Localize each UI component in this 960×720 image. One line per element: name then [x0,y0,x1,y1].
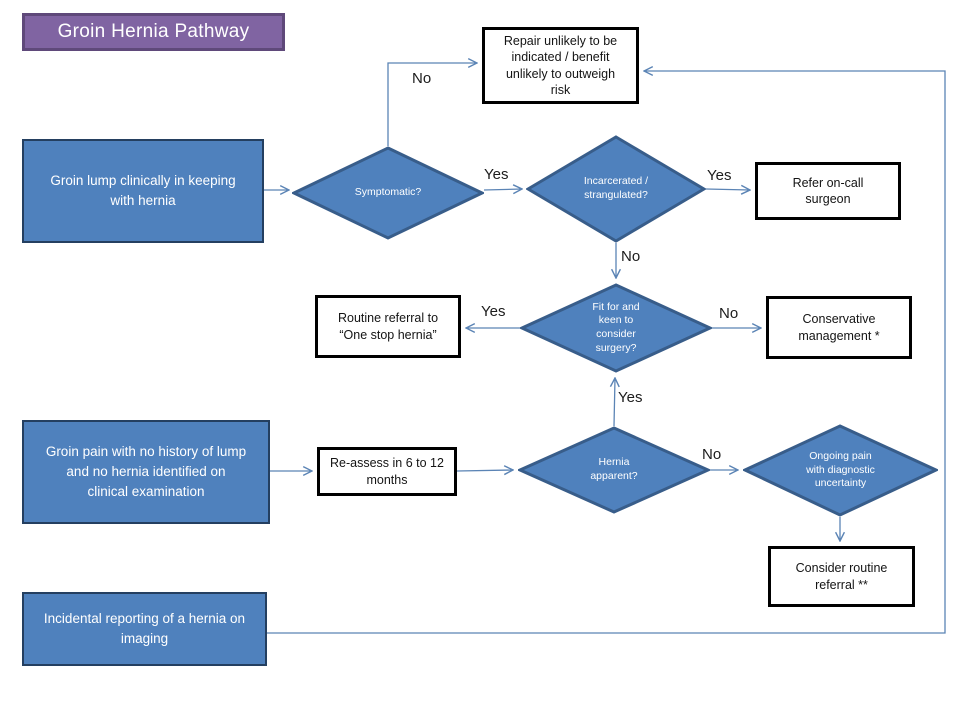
edge-label-incarcerated-yes: Yes [707,167,732,184]
decision-ongoing-pain: Ongoing pain with diagnostic uncertainty [743,424,938,517]
decision-incarcerated: Incarcerated / strangulated? [526,135,706,243]
edge-label-symptomatic-yes: Yes [484,166,509,183]
edge-label-fit-yes: Yes [481,303,506,320]
node-repair-unlikely-label: Repair unlikely to be indicated / benefi… [503,33,618,98]
edge-hernia-yes-to-fit [614,378,615,427]
edge-symptomatic-no-to-repair [387,63,477,146]
node-incidental-imaging: Incidental reporting of a hernia on imag… [22,592,267,666]
decision-ongoing-pain-label: Ongoing pain with diagnostic uncertainty [806,450,875,490]
node-incidental-imaging-label: Incidental reporting of a hernia on imag… [43,610,246,646]
node-groin-lump: Groin lump clinically in keeping with he… [22,139,264,243]
decision-symptomatic-label: Symptomatic? [354,186,422,199]
node-routine-referral-label: Routine referral to “One stop hernia” [337,311,439,342]
diamond-shape [518,426,710,514]
edge-symptomatic-yes-to-incarcerated [483,189,522,190]
node-consider-routine-referral: Consider routine referral ** [768,546,915,607]
decision-fit-keen-surgery-label: Fit for and keen to consider surgery? [592,300,640,354]
node-refer-oncall-surgeon: Refer on-call surgeon [755,162,901,220]
node-reassess-label: Re-assess in 6 to 12 months [330,456,444,487]
edge-label-symptomatic-no: No [412,70,432,87]
node-groin-lump-label: Groin lump clinically in keeping with he… [50,172,236,208]
node-routine-referral: Routine referral to “One stop hernia” [315,295,461,358]
node-consider-routine-referral-label: Consider routine referral ** [795,561,888,592]
node-conservative-management: Conservative management * [766,296,912,359]
decision-hernia-apparent: Hernia apparent? [518,426,710,514]
edge-label-hernia-yes: Yes [618,389,643,406]
diamond-shape [520,283,712,373]
node-reassess: Re-assess in 6 to 12 months [317,447,457,496]
edge-label-incarcerated-no: No [621,248,641,265]
edge-incarcerated-yes-to-refer [705,189,750,190]
diamond-shape [743,424,938,517]
node-groin-pain: Groin pain with no history of lump and n… [22,420,270,524]
diamond-shape [526,135,706,243]
node-repair-unlikely: Repair unlikely to be indicated / benefi… [482,27,639,104]
node-groin-pain-label: Groin pain with no history of lump and n… [45,443,247,500]
decision-fit-keen-surgery: Fit for and keen to consider surgery? [520,283,712,373]
node-conservative-management-label: Conservative management * [798,312,880,343]
title-box: Groin Hernia Pathway [22,13,285,51]
edge-reassess-to-hernia [456,470,513,471]
decision-symptomatic: Symptomatic? [292,146,484,240]
page-title: Groin Hernia Pathway [57,21,250,42]
edge-label-fit-no: No [719,305,739,322]
decision-hernia-apparent-label: Hernia apparent? [590,456,638,482]
edge-label-hernia-no: No [702,446,722,463]
decision-incarcerated-label: Incarcerated / strangulated? [583,175,649,201]
diamond-shape [292,146,484,240]
node-refer-oncall-surgeon-label: Refer on-call surgeon [792,175,864,207]
